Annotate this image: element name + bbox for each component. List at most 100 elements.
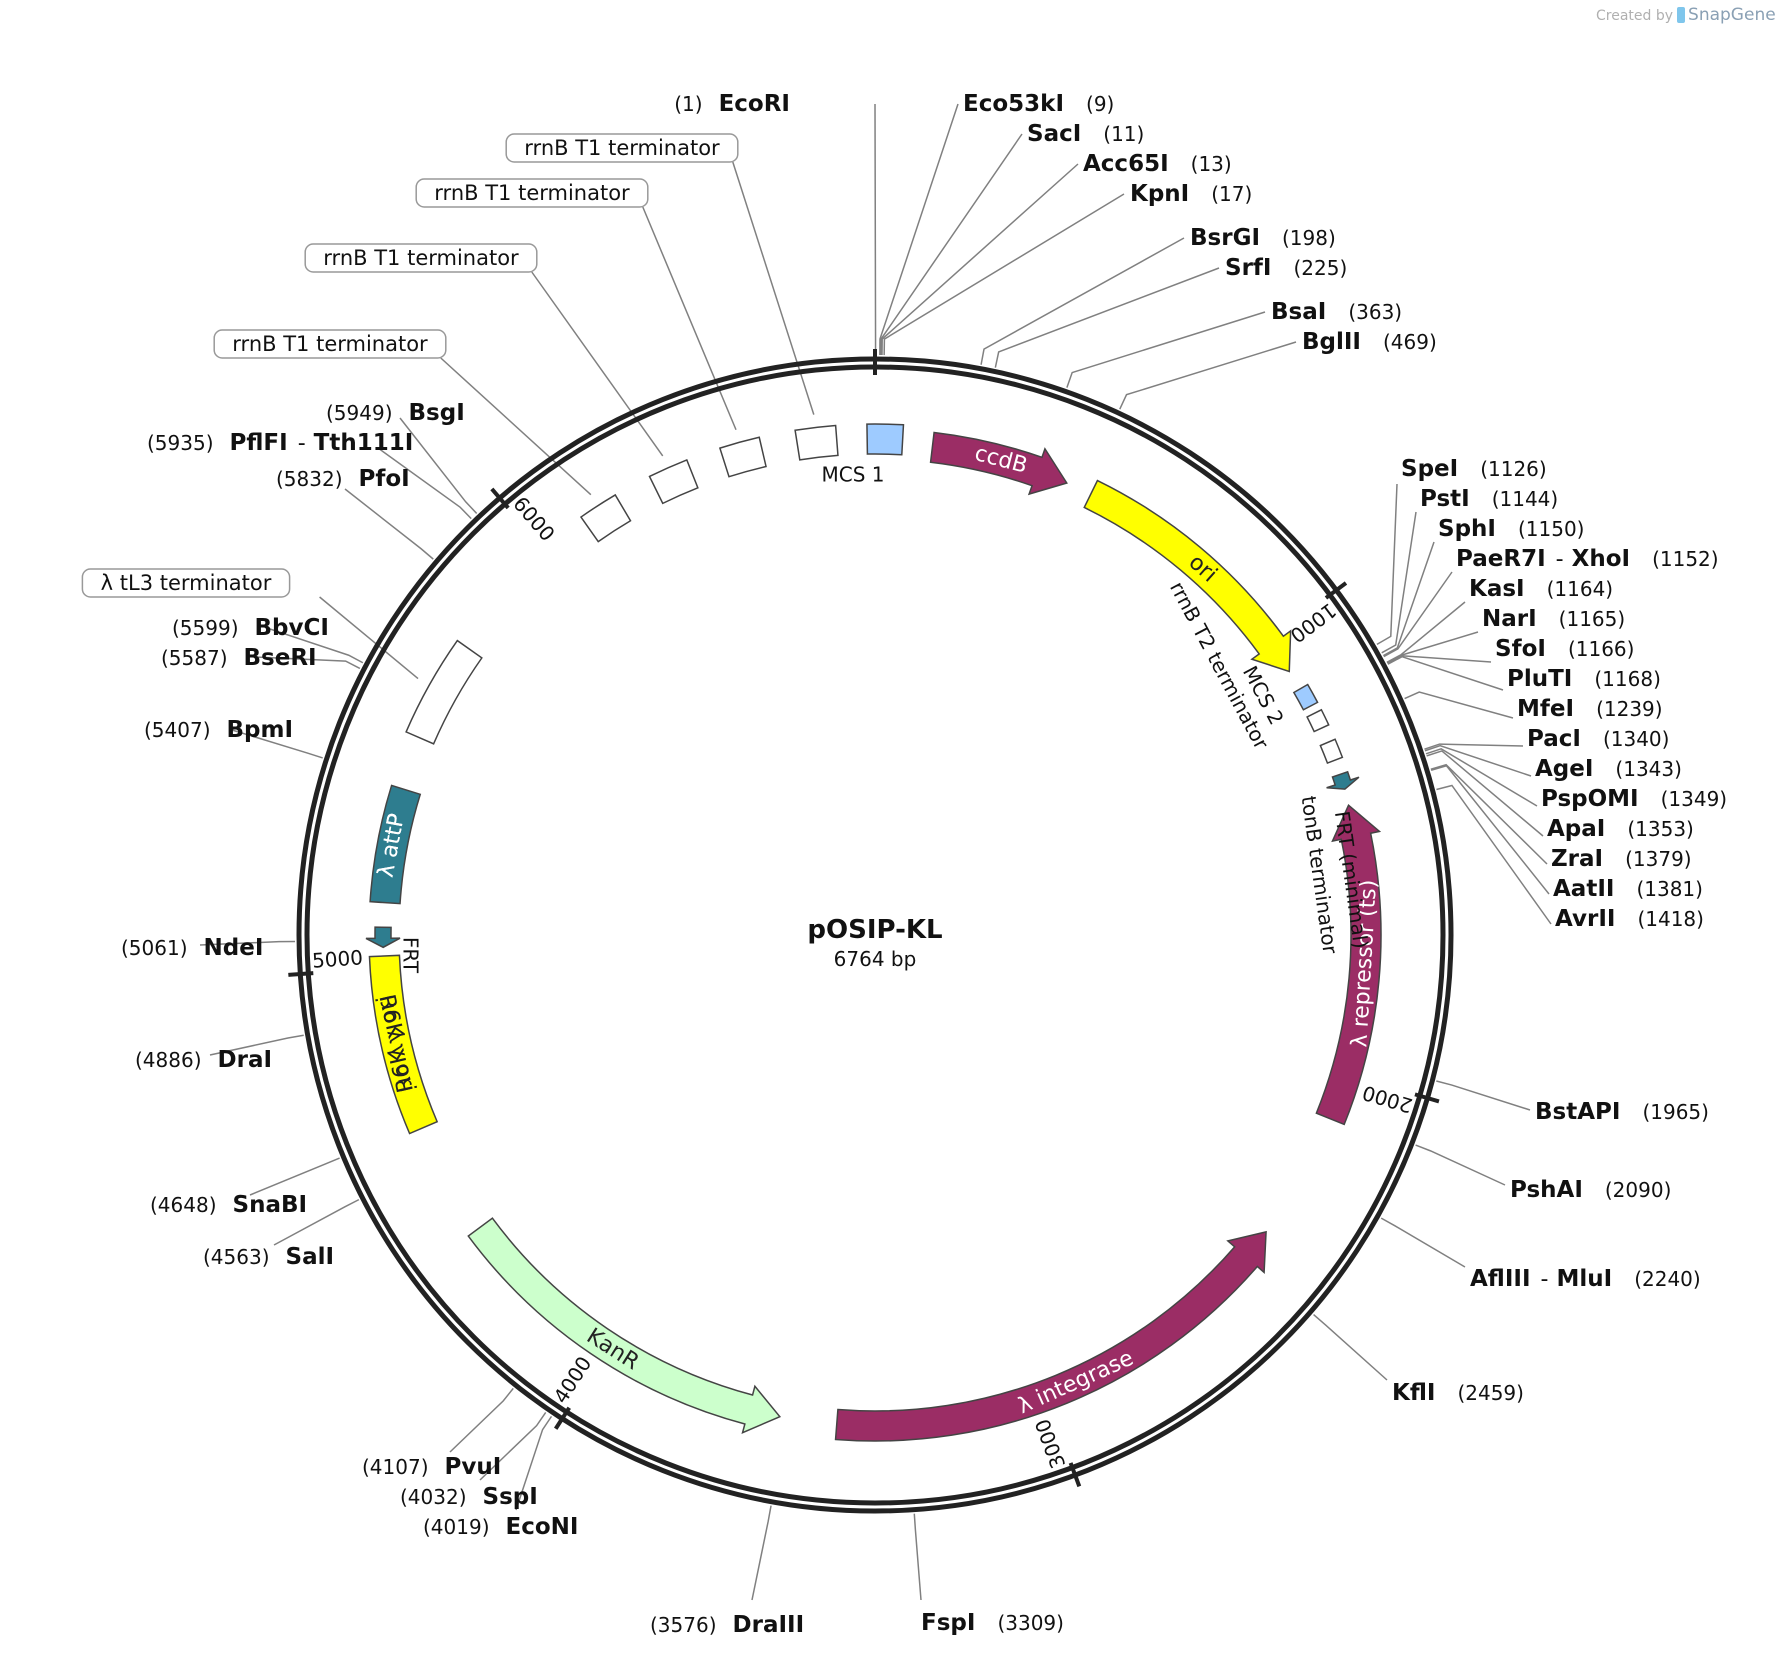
boxed-label-frame bbox=[213, 329, 447, 359]
tick-mark bbox=[1324, 581, 1348, 600]
site-leader-sali bbox=[273, 1198, 360, 1246]
site-position: (1152) bbox=[1652, 547, 1719, 571]
site-name: AgeI bbox=[1535, 756, 1593, 782]
site-position: (3576) bbox=[650, 1613, 717, 1637]
boxed-label-leader bbox=[440, 357, 592, 496]
site-leader-kfli bbox=[1313, 1313, 1388, 1381]
site-leader-sfoi bbox=[1387, 654, 1492, 664]
site-leader-mfei bbox=[1404, 691, 1514, 719]
site-position: (5587) bbox=[161, 646, 228, 670]
site-name: SphI bbox=[1438, 516, 1496, 542]
site-leader-bsai bbox=[1066, 311, 1266, 388]
site-name: KasI bbox=[1469, 576, 1525, 602]
site-label-zrai: ZraI(1379) bbox=[1551, 846, 1692, 872]
boxed-label-text: rrnB T1 terminator bbox=[434, 181, 630, 205]
site-label-pflfi: (5935)PflFI-Tth111I bbox=[147, 430, 413, 456]
site-leader-afliii bbox=[1380, 1217, 1466, 1268]
site-position: (1164) bbox=[1547, 577, 1614, 601]
feature-lrep bbox=[1315, 803, 1382, 1126]
site-position: (1379) bbox=[1625, 847, 1692, 871]
credit-brand: SnapGene bbox=[1688, 5, 1776, 25]
site-label-pfoi: (5832)PfoI bbox=[276, 466, 410, 492]
site-position: (5935) bbox=[147, 431, 214, 455]
site-leader-apai bbox=[1426, 750, 1544, 837]
site-label-bsgi: (5949)BsgI bbox=[326, 400, 465, 426]
site-leader-bstapi bbox=[1436, 1080, 1531, 1111]
tick-label: 4000 bbox=[549, 1352, 597, 1408]
site-leader-spei bbox=[1376, 483, 1398, 646]
site-label-pvui: (4107)PvuI bbox=[362, 1454, 501, 1480]
site-label-bseri: (5587)BseRI bbox=[161, 645, 317, 671]
site-leader-kpni bbox=[883, 193, 1125, 356]
site-position: (17) bbox=[1211, 182, 1252, 206]
site-leader-psti bbox=[1381, 511, 1417, 654]
site-leader-ndei bbox=[199, 940, 296, 946]
site-label-draiii: (3576) DraIII bbox=[650, 1612, 804, 1638]
site-label-ecori: (1)EcoRI bbox=[674, 91, 790, 117]
site-name: BsrGI bbox=[1190, 225, 1260, 251]
credit-prefix: Created by bbox=[1596, 8, 1674, 24]
boxed-label-text: rrnB T1 terminator bbox=[323, 246, 519, 270]
site-position: (225) bbox=[1293, 256, 1347, 280]
tick-label: 5000 bbox=[311, 945, 363, 972]
site-name-2: Tth111I bbox=[314, 430, 414, 456]
site-leader-fspi bbox=[913, 1513, 922, 1601]
site-label-bbvci: (5599)BbvCI bbox=[172, 615, 329, 641]
site-position: (1381) bbox=[1636, 877, 1703, 901]
site-name: KpnI bbox=[1130, 181, 1189, 207]
site-position: (1239) bbox=[1596, 697, 1663, 721]
site-label-econi: (4019)EcoNI bbox=[423, 1514, 578, 1540]
site-leaders bbox=[199, 103, 1552, 1601]
site-position: (4032) bbox=[400, 1485, 467, 1509]
site-position: (5061) bbox=[121, 936, 188, 960]
site-name-2: MluI bbox=[1556, 1266, 1612, 1292]
site-leader-bpmi bbox=[231, 729, 323, 759]
site-name: AflIII bbox=[1470, 1266, 1531, 1292]
site-label-sali: (4563)SalI bbox=[203, 1244, 334, 1270]
boxed-label-text: rrnB T1 terminator bbox=[232, 332, 428, 356]
site-name-2: XhoI bbox=[1572, 546, 1630, 572]
site-label-afliii: AflIII-MluI (2240) bbox=[1470, 1266, 1701, 1292]
site-label-pspomi: PspOMI(1349) bbox=[1541, 786, 1727, 812]
boxed-label-frame bbox=[81, 568, 291, 598]
site-position: (4886) bbox=[135, 1048, 202, 1072]
tick-label: 1000 bbox=[1286, 598, 1341, 648]
site-leader-bsgi bbox=[399, 417, 478, 514]
site-leader-bseri bbox=[254, 656, 361, 670]
site-position: (1144) bbox=[1492, 487, 1559, 511]
site-dash: - bbox=[1541, 1267, 1549, 1292]
site-leader-srfi bbox=[994, 267, 1220, 368]
site-name: PstI bbox=[1420, 486, 1470, 512]
site-position: (363) bbox=[1348, 300, 1402, 324]
tick-mark bbox=[1068, 1462, 1082, 1488]
site-leader-acc65i bbox=[881, 163, 1079, 356]
site-position: (198) bbox=[1282, 226, 1336, 250]
feature-t1b bbox=[648, 458, 699, 505]
site-label-apai: ApaI(1353) bbox=[1547, 816, 1694, 842]
site-name: BbvCI bbox=[255, 615, 329, 641]
feature-label-lint: λ integrase bbox=[1014, 1346, 1137, 1419]
site-leader-paer7i bbox=[1383, 571, 1453, 658]
site-position: (1349) bbox=[1661, 787, 1728, 811]
feature-callout-mcs-1: MCS 1 bbox=[822, 463, 885, 487]
feature-t1a bbox=[579, 493, 632, 543]
site-position: (1150) bbox=[1518, 517, 1585, 541]
site-name: KflI bbox=[1392, 1380, 1435, 1406]
boxed-feature-labels: rrnB T1 terminator rrnB T1 terminator rrnB… bbox=[81, 133, 739, 598]
site-name: DraIII bbox=[733, 1612, 805, 1638]
feature-tonb bbox=[1319, 738, 1344, 765]
site-label-bglii: BglII(469) bbox=[1302, 329, 1437, 355]
tick-label: 2000 bbox=[1360, 1081, 1416, 1118]
feature-ccdb bbox=[929, 431, 1068, 496]
site-position: (2459) bbox=[1457, 1381, 1524, 1405]
site-label-bpmi: (5407)BpmI bbox=[144, 717, 293, 743]
site-position: (2240) bbox=[1634, 1267, 1701, 1291]
site-leader-pspomi bbox=[1425, 748, 1538, 807]
site-leader-eco53ki bbox=[879, 103, 959, 356]
tick-mark bbox=[1414, 1092, 1440, 1104]
site-name: PacI bbox=[1527, 726, 1581, 752]
tick-mark bbox=[490, 487, 510, 510]
site-leader-pflfi bbox=[377, 447, 472, 520]
